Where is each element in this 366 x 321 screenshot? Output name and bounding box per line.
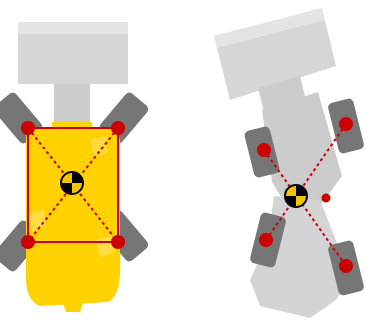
straight-vehicle bbox=[0, 22, 149, 312]
right-cab-block bbox=[214, 8, 336, 100]
right-pivot-rear-left bbox=[259, 233, 273, 247]
right-center-of-gravity-icon bbox=[284, 184, 308, 208]
left-cab-block bbox=[18, 22, 128, 84]
right-front-body bbox=[262, 92, 342, 212]
left-axle-frame bbox=[27, 127, 119, 243]
left-center-of-gravity-icon bbox=[60, 171, 84, 195]
right-articulation-pivot bbox=[321, 193, 331, 203]
articulated-vehicle bbox=[214, 8, 364, 318]
left-pivot-front-left bbox=[21, 121, 35, 135]
right-pivot-front-right bbox=[339, 117, 353, 131]
left-pivot-rear-left bbox=[21, 235, 35, 249]
right-pivot-front-left bbox=[257, 143, 271, 157]
left-pivot-rear-right bbox=[111, 235, 125, 249]
right-pivot-rear-right bbox=[339, 259, 353, 273]
yellow-chassis bbox=[25, 122, 121, 312]
left-pivot-front-right bbox=[111, 121, 125, 135]
